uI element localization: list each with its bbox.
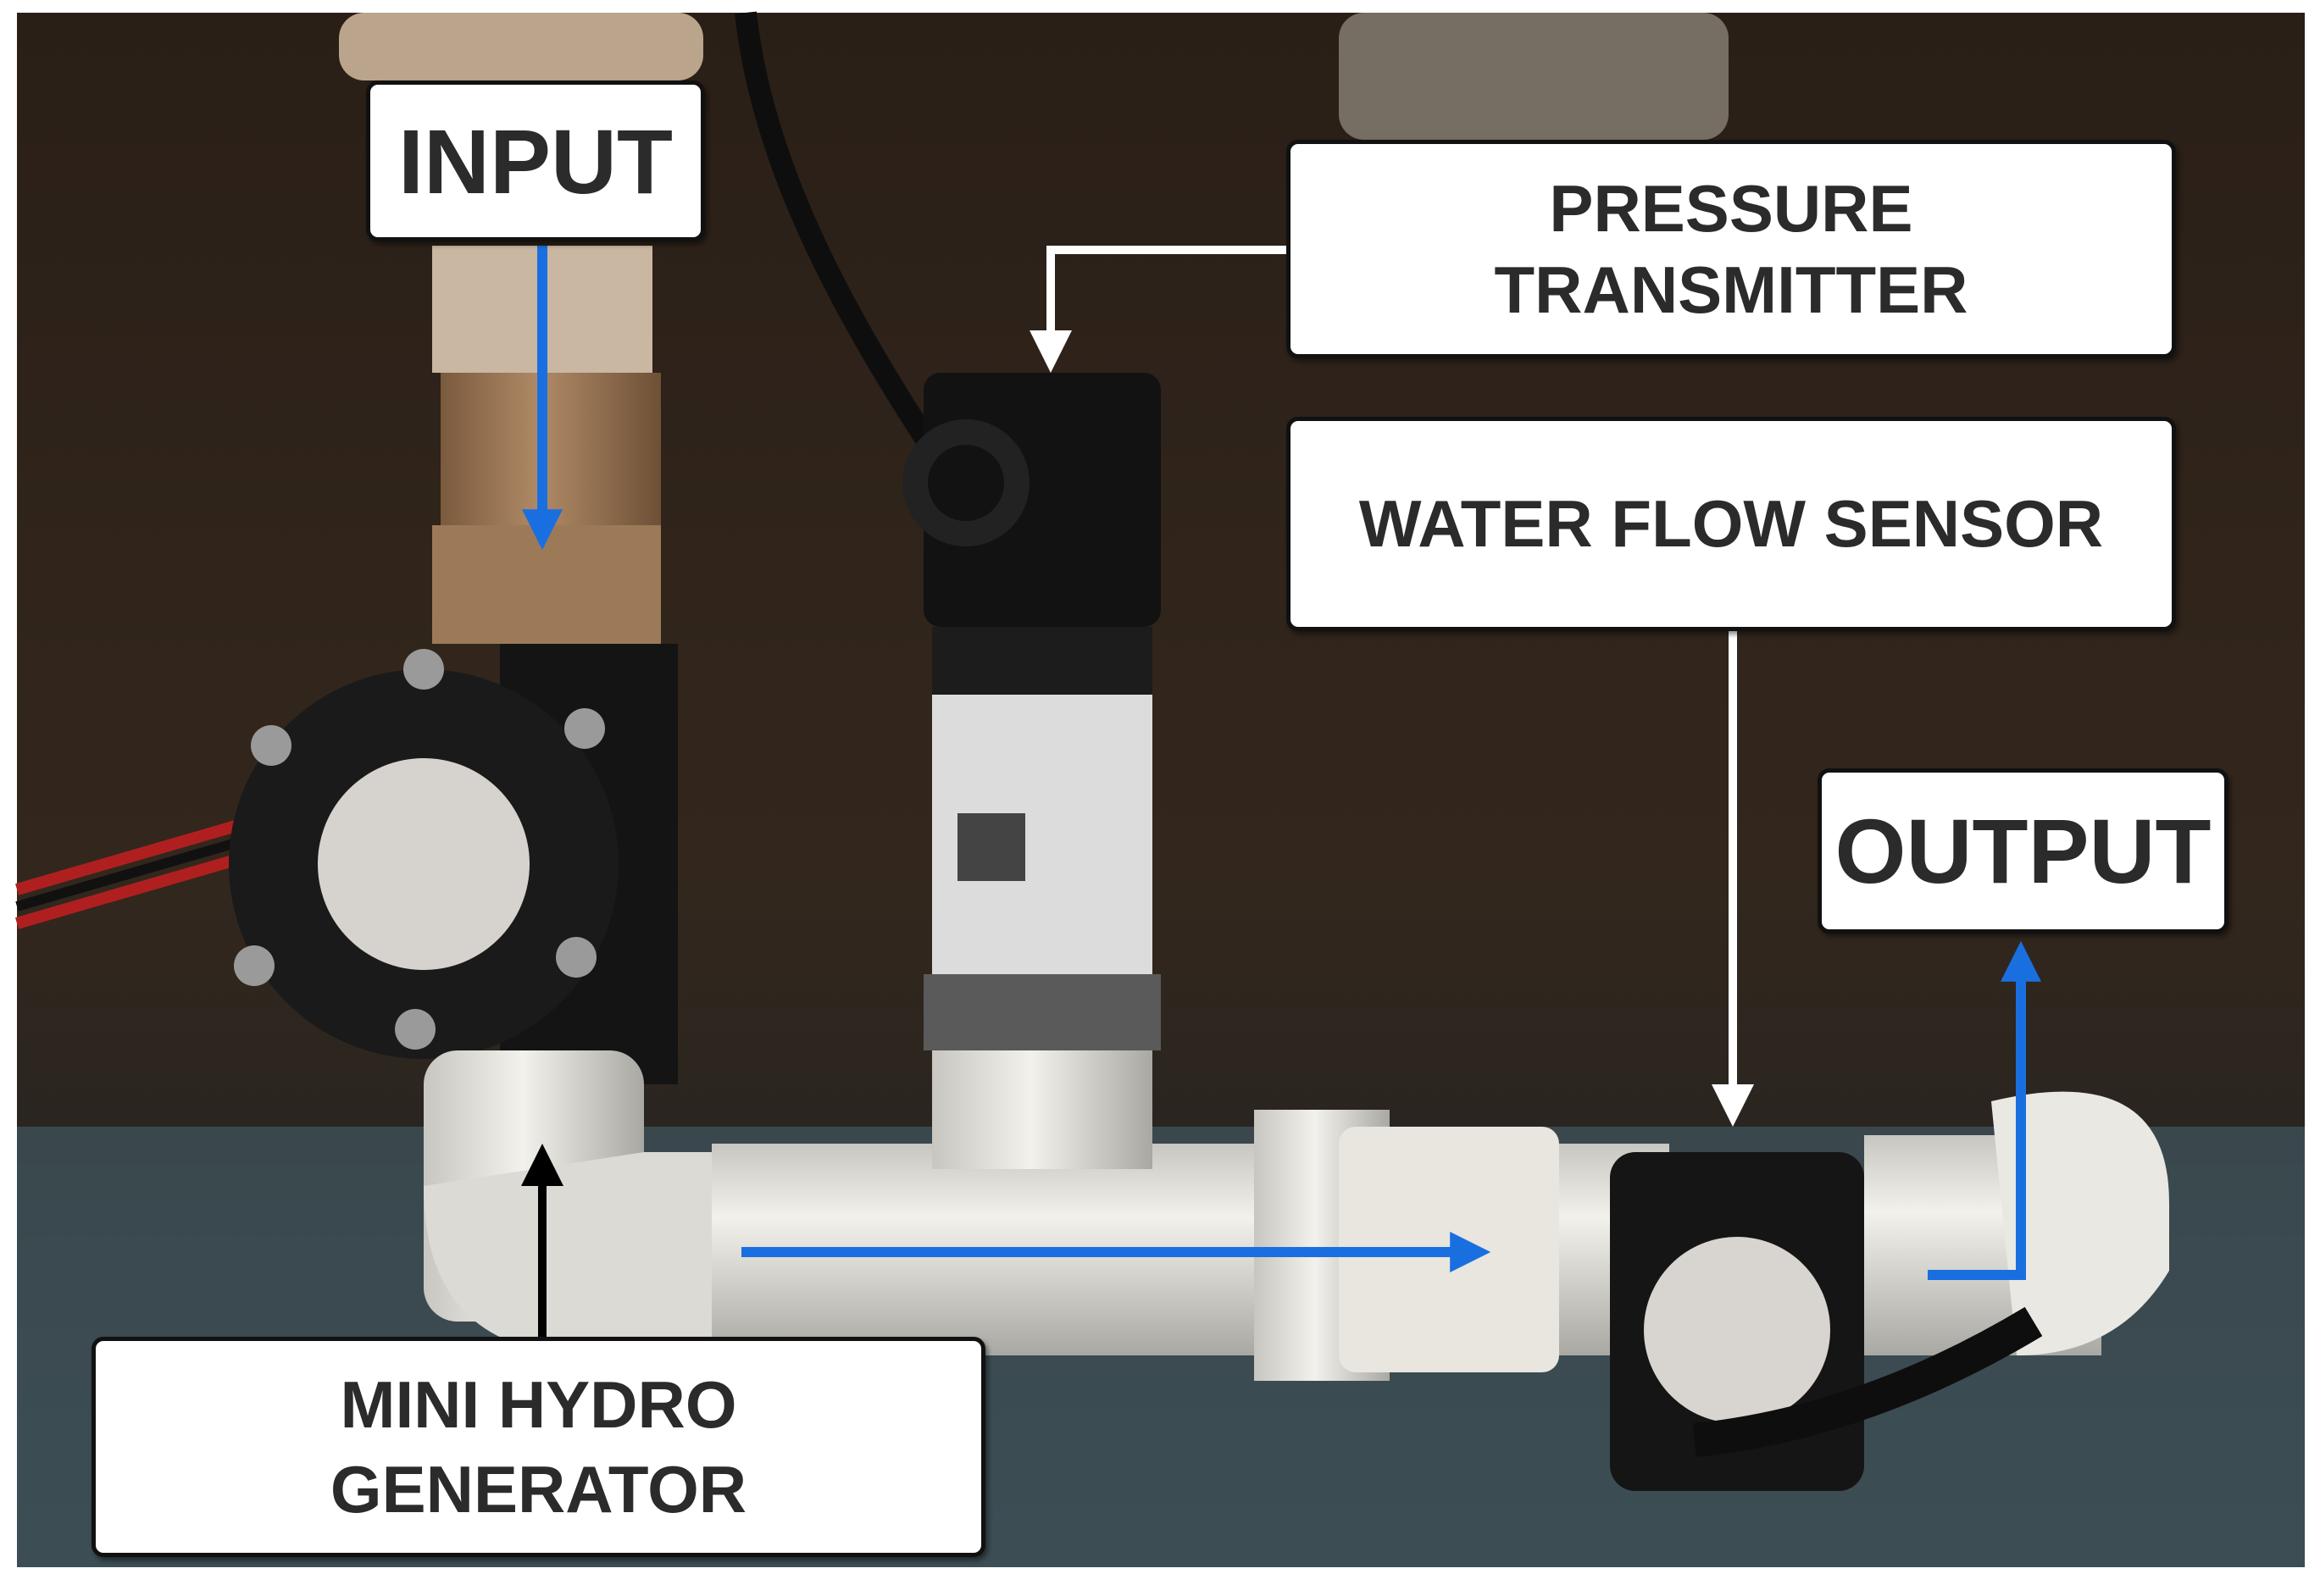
transmitter-head: [924, 373, 1161, 627]
tee-fitting: [932, 1050, 1152, 1169]
water-flow-sensor-label: WATER FLOW SENSOR: [1286, 417, 2176, 631]
output-elbow: [1991, 1091, 2169, 1355]
sensor-cable: [735, 11, 958, 481]
flow-sensor-cable: [1693, 1306, 2043, 1457]
transmitter-nut: [924, 974, 1161, 1050]
transmitter-collar: [932, 627, 1152, 695]
generator-label: [318, 758, 530, 970]
pressure-transmitter-label: PRESSURE TRANSMITTER: [1286, 140, 2176, 358]
transmitter-gland: [902, 419, 1030, 546]
input-label: INPUT: [366, 80, 705, 241]
generator-bolts: [234, 649, 605, 1050]
input-pipe-top: [339, 13, 703, 80]
elbow-joint: [424, 1152, 763, 1355]
transmitter-qr-code: [957, 813, 1025, 881]
mini-hydro-generator-label: MINI HYDRO GENERATOR: [92, 1337, 985, 1557]
pressure-callout-arrow: [1030, 246, 1286, 373]
output-flow-arrow: [1928, 940, 2041, 1280]
flow-sensor-label: [1644, 1237, 1830, 1423]
top-fitting: [1339, 13, 1729, 140]
output-label: OUTPUT: [1818, 768, 2228, 934]
brown-nut: [432, 525, 661, 644]
